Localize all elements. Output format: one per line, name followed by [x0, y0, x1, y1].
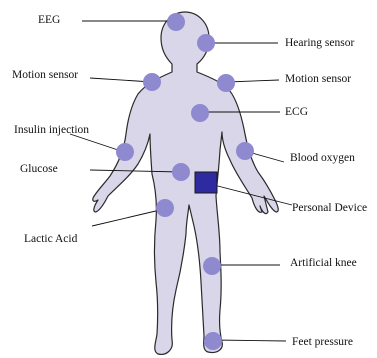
ecg-sensor-dot — [191, 104, 209, 122]
label-hearing-sensor: Hearing sensor — [285, 37, 354, 50]
personal-device-box — [195, 172, 217, 193]
insulin-injection-dot — [116, 143, 134, 161]
label-glucose: Glucose — [20, 163, 58, 176]
label-lactic-acid: Lactic Acid — [24, 233, 77, 246]
feet-pressure-dot — [204, 332, 222, 350]
glucose-sensor-dot — [172, 163, 190, 181]
lactic-acid-dot — [156, 199, 174, 217]
label-feet-pressure: Feet pressure — [292, 336, 353, 349]
blood-oxygen-dot — [236, 142, 254, 160]
label-motion-sensor-right: Motion sensor — [285, 73, 351, 86]
hearing-sensor-dot — [197, 34, 215, 52]
motion-sensor-right-dot — [217, 74, 235, 92]
eeg-sensor-dot — [167, 13, 185, 31]
label-eeg: EEG — [38, 14, 60, 27]
label-personal-device: Personal Device — [292, 202, 367, 215]
label-blood-oxygen: Blood oxygen — [290, 152, 355, 165]
label-ecg: ECG — [285, 106, 308, 119]
motion-sensor-left-dot — [143, 73, 161, 91]
label-motion-sensor-left: Motion sensor — [12, 69, 78, 82]
label-insulin-injection: Insulin injection — [14, 124, 89, 137]
label-artificial-knee: Artificial knee — [290, 257, 357, 270]
artificial-knee-dot — [203, 257, 221, 275]
human-body-silhouette — [93, 12, 278, 354]
